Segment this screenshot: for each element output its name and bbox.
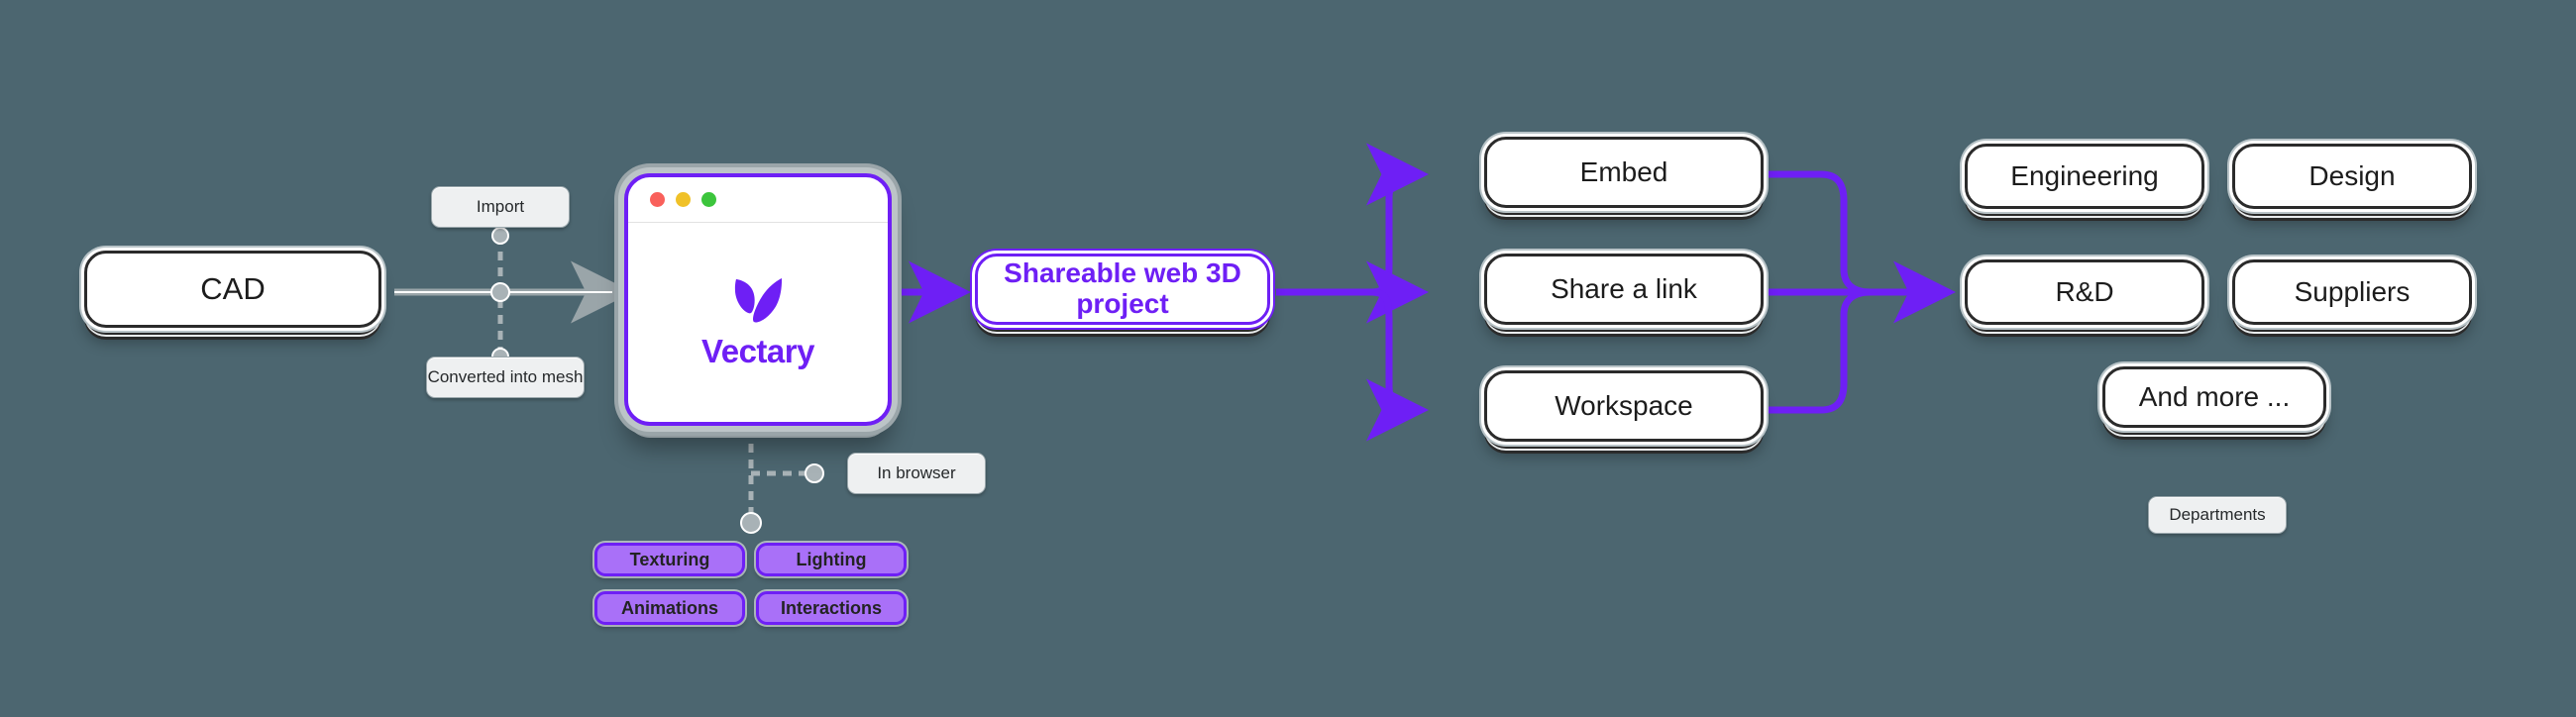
feature-chip-texturing-label: Texturing [629,549,710,569]
node-rd[interactable]: R&D [1965,259,2204,325]
node-cad-label: CAD [200,270,266,306]
feature-chip-animations-label: Animations [620,597,718,618]
connector-handle [805,463,824,483]
wire-outputs-merge [1768,170,1956,414]
browser-content: Vectary [628,223,888,422]
tag-converted-label: Converted into mesh [427,367,584,386]
vectary-wordmark: Vectary [701,332,814,369]
feature-chip-animations[interactable]: Animations [594,591,745,625]
node-cad[interactable]: CAD [84,251,381,328]
node-embed[interactable]: Embed [1484,137,1764,208]
vectary-wing-logo-icon [734,277,783,322]
tag-import-label: Import [476,197,525,216]
connector-handle [491,227,509,245]
node-workspace-label: Workspace [1555,389,1693,421]
tag-converted-into-mesh[interactable]: Converted into mesh [426,357,585,398]
feature-chip-lighting-label: Lighting [796,549,867,569]
minimize-icon[interactable] [676,192,691,207]
node-design[interactable]: Design [2232,144,2472,209]
node-shareable-web-3d-project[interactable]: Shareable web 3D project [975,254,1270,325]
feature-chip-interactions-label: Interactions [780,597,883,618]
tag-departments-label: Departments [2169,505,2266,524]
node-engineering-label: Engineering [2010,159,2159,191]
connector-handle [740,512,762,534]
feature-chip-texturing[interactable]: Texturing [594,543,745,576]
node-suppliers[interactable]: Suppliers [2232,259,2472,325]
node-workspace[interactable]: Workspace [1484,370,1764,442]
vectary-browser-window[interactable]: Vectary [624,173,892,426]
feature-chip-interactions[interactable]: Interactions [756,591,907,625]
tag-in-browser-label: In browser [877,463,956,482]
maximize-icon[interactable] [701,192,716,207]
node-shareable-label: Shareable web 3D project [1004,257,1241,319]
feature-chip-lighting[interactable]: Lighting [756,543,907,576]
wire-vectary-to-features [748,428,810,523]
node-share-a-link[interactable]: Share a link [1484,254,1764,325]
wire-shareable-fanout [1276,143,1429,442]
node-and-more[interactable]: And more ... [2102,366,2326,428]
tag-departments[interactable]: Departments [2148,496,2287,534]
connector-handle [490,282,510,302]
node-design-label: Design [2308,159,2396,191]
node-share-a-link-label: Share a link [1551,272,1697,304]
node-engineering[interactable]: Engineering [1965,144,2204,209]
browser-titlebar [628,177,888,223]
tag-in-browser[interactable]: In browser [847,453,986,494]
close-icon[interactable] [650,192,665,207]
tag-import[interactable]: Import [431,186,570,228]
node-suppliers-label: Suppliers [2294,275,2411,307]
node-embed-label: Embed [1579,155,1668,187]
node-and-more-label: And more ... [2138,380,2291,412]
node-rd-label: R&D [2055,275,2114,307]
